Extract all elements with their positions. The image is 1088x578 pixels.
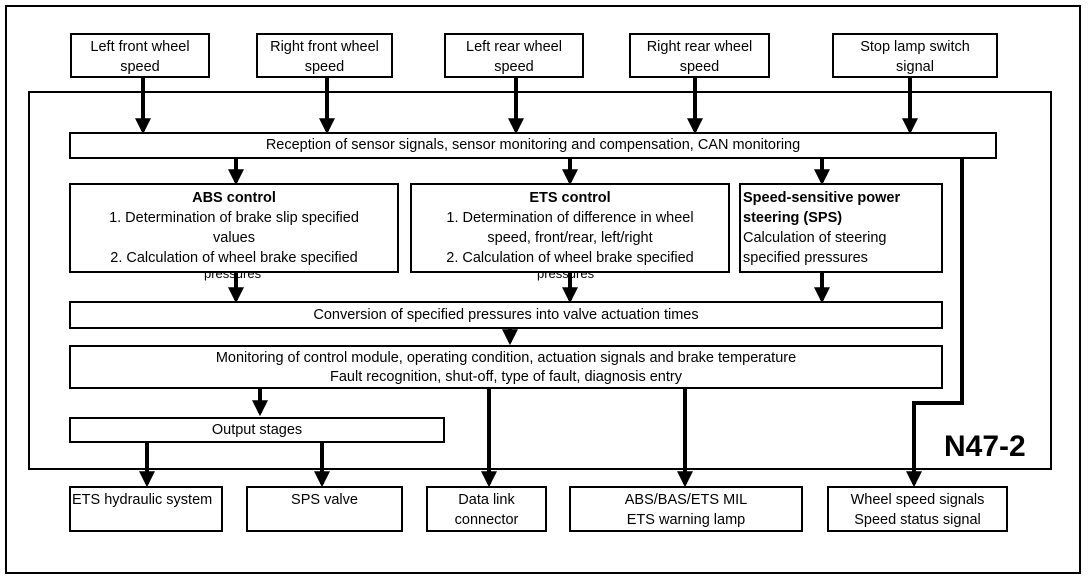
ets-item2-line1: 2. Calculation of wheel brake specified: [446, 250, 694, 266]
ets-title: ETS control: [529, 190, 611, 206]
input-stop-lamp-switch-signal: Stop lamp switch signal: [832, 33, 998, 78]
sps-control-box: Speed-sensitive power steering (SPS) Cal…: [739, 183, 943, 273]
abs-item1-line2: values: [213, 230, 255, 246]
output-data-link-connector: Data link connector: [426, 486, 547, 532]
output-line1: SPS valve: [291, 492, 358, 508]
ets-item1-line2: speed, front/rear, left/right: [487, 230, 653, 246]
input-line1: Right front wheel: [270, 39, 379, 55]
input-line1: Right rear wheel: [646, 39, 753, 55]
module-label: N47-2: [944, 430, 1026, 463]
ets-item2-overflow: pressures: [537, 266, 595, 281]
input-left-front-wheel-speed: Left front wheel speed: [70, 33, 210, 78]
output-mil-warning-lamp: ABS/BAS/ETS MIL ETS warning lamp: [569, 486, 803, 532]
input-line2: speed: [679, 59, 720, 75]
input-right-rear-wheel-speed: Right rear wheel speed: [629, 33, 770, 78]
sps-title-line1: Speed-sensitive power: [743, 190, 901, 206]
ets-control-box: ETS control 1. Determination of differen…: [410, 183, 730, 273]
input-line2: speed: [494, 59, 534, 75]
input-right-front-wheel-speed: Right front wheel speed: [256, 33, 393, 78]
monitoring-box: Monitoring of control module, operating …: [69, 345, 943, 389]
output-wheel-speed-signals: Wheel speed signals Speed status signal: [827, 486, 1008, 532]
abs-item1-line1: 1. Determination of brake slip specified: [109, 210, 359, 226]
input-line2: speed: [304, 59, 345, 75]
monitoring-line2: Fault recognition, shut-off, type of fau…: [330, 369, 682, 385]
output-line2: Speed status signal: [854, 512, 981, 528]
input-line1: Left rear wheel: [466, 39, 562, 55]
abs-control-box: ABS control 1. Determination of brake sl…: [69, 183, 399, 273]
input-line2: speed: [120, 59, 160, 75]
output-line1: Wheel speed signals: [850, 492, 985, 508]
output-line1: ETS hydraulic system: [72, 492, 213, 508]
input-line2: signal: [896, 59, 934, 75]
output-stages-box: Output stages: [69, 417, 445, 443]
module-boundary: [28, 91, 1052, 470]
sps-title-line2: steering (SPS): [743, 210, 843, 226]
output-stages-text: Output stages: [211, 422, 303, 438]
input-line1: Stop lamp switch: [860, 39, 970, 55]
input-left-rear-wheel-speed: Left rear wheel speed: [444, 33, 584, 78]
arrow-reception-to-wheel-speed-output: [906, 157, 964, 488]
reception-box: Reception of sensor signals, sensor moni…: [69, 132, 997, 159]
conversion-box: Conversion of specified pressures into v…: [69, 301, 943, 329]
output-line2: connector: [454, 512, 519, 528]
output-ets-hydraulic-system: ETS hydraulic system: [69, 486, 223, 532]
abs-item2-overflow: pressures: [204, 266, 262, 281]
output-line1: Data link: [458, 492, 515, 508]
output-sps-valve: SPS valve: [246, 486, 403, 532]
abs-title: ABS control: [192, 190, 276, 206]
output-line1: ABS/BAS/ETS MIL: [624, 492, 748, 508]
ets-item1-line1: 1. Determination of difference in wheel: [446, 210, 694, 226]
input-line1: Left front wheel: [90, 39, 190, 55]
reception-text: Reception of sensor signals, sensor moni…: [265, 137, 801, 153]
sps-text-line2: specified pressures: [743, 250, 868, 266]
output-line2: ETS warning lamp: [626, 512, 746, 528]
conversion-text: Conversion of specified pressures into v…: [313, 307, 699, 323]
sps-text-line1: Calculation of steering: [743, 230, 887, 246]
monitoring-line1: Monitoring of control module, operating …: [215, 350, 797, 366]
outer-frame: [5, 5, 1081, 574]
abs-item2-line1: 2. Calculation of wheel brake specified: [110, 250, 358, 266]
